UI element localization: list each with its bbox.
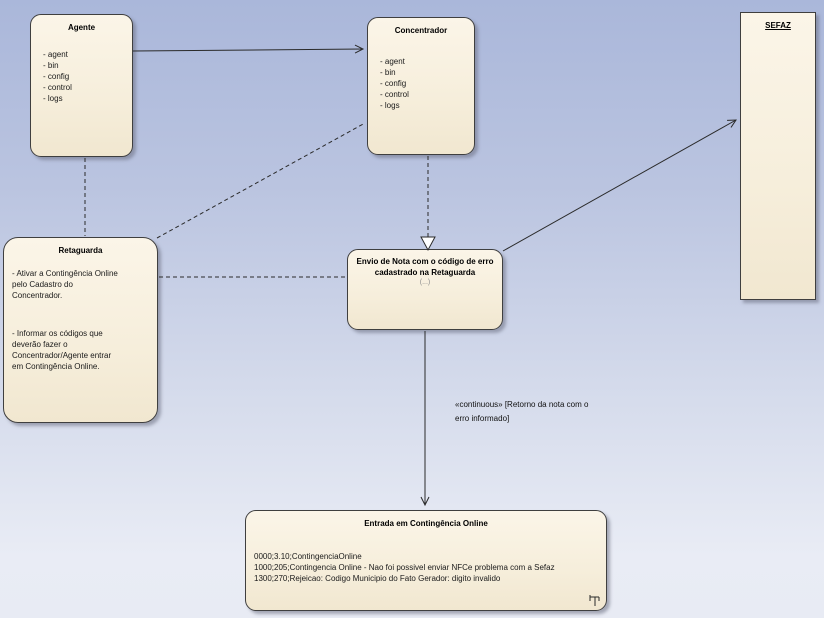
node-envio-de-nota[interactable]: Envio de Nota com o código de erro cadas… [347,249,503,330]
node-retaguarda-title: Retaguarda [58,246,103,255]
node-retaguarda[interactable]: Retaguarda - Ativar a Contingência Onlin… [3,237,158,423]
list-item: - config [43,72,70,81]
list-item: - agent [43,50,68,59]
node-envio-title: Envio de Nota com o código de erro cadas… [356,257,494,277]
node-sefaz-title: SEFAZ [765,21,791,30]
node-agente-title: Agente [67,23,96,32]
list-item: - bin [380,68,396,77]
connector-retaguarda-to-concentrador[interactable] [156,122,366,239]
node-sefaz[interactable]: SEFAZ [740,12,816,300]
node-envio-ellipsis: (...) [419,279,431,286]
list-item: - agent [380,57,405,66]
list-item: - control [43,83,72,92]
list-item: - bin [43,61,59,70]
list-item: - control [380,90,409,99]
rake-icon [589,595,600,606]
node-entrada-title: Entrada em Contingência Online [364,519,488,528]
list-item: - config [380,79,407,88]
connector-label-continuous: «continuous» [Retorno da nota com o erro… [455,400,589,423]
node-entrada-codes: 0000;3.10;ContingenciaOnline 1000;205;Co… [254,552,555,583]
list-item: - logs [43,94,63,103]
connector-concentrador-to-envio[interactable] [420,156,436,252]
node-concentrador[interactable]: Concentrador - agent - bin - config - co… [367,17,475,155]
node-retaguarda-paragraph2: - Informar os códigos que deverão fazer … [12,329,112,371]
node-agente[interactable]: Agente - agent - bin - config - control … [30,14,133,157]
node-concentrador-items: - agent - bin - config - control - logs [368,56,474,111]
connector-envio-to-sefaz[interactable] [502,119,737,252]
node-agente-items: - agent - bin - config - control - logs [31,49,132,104]
node-retaguarda-paragraph1: - Ativar a Contingência Online pelo Cada… [12,269,118,300]
node-concentrador-title: Concentrador [394,26,448,35]
node-entrada-contingencia[interactable]: Entrada em Contingência Online 0000;3.10… [245,510,607,611]
connector-agente-to-concentrador[interactable] [132,44,365,54]
list-item: - logs [380,101,400,110]
